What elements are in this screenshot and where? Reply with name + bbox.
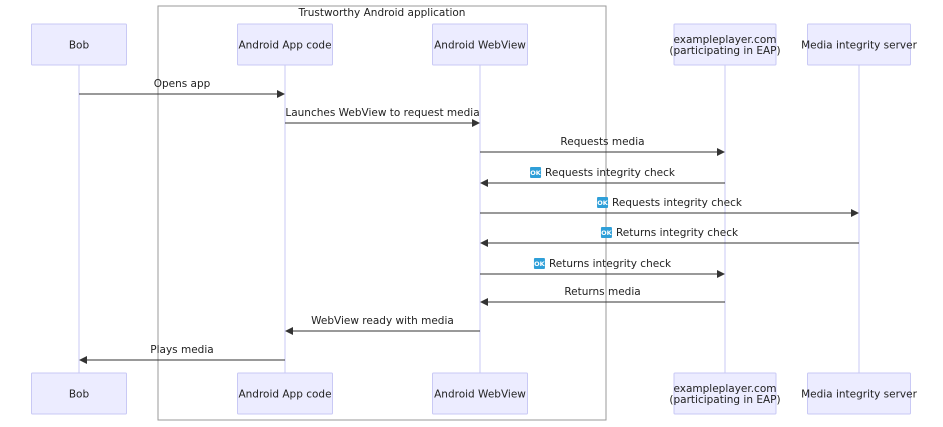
message-label: Returns integrity check [616,227,739,239]
participant-bob-bottom: Bob [31,372,127,415]
message-label: Requests integrity check [612,197,743,209]
participant-box [237,23,333,66]
ok-badge-label: OK [534,260,546,268]
participant-webview-top: Android WebView [432,23,528,66]
message-label: Launches WebView to request media [285,107,479,119]
participant-label: Media integrity server [801,40,918,52]
ok-badge-icon: OK [533,258,546,269]
ok-badge-background [533,258,545,269]
participant-player-top: exampleplayer.com(participating in EAP) [669,23,781,66]
ok-badge-background [530,167,542,178]
message-label: Returns media [564,286,640,298]
participant-box [807,372,911,415]
participant-bob-top: Bob [31,23,127,66]
ok-badge-icon: OK [600,227,613,238]
ok-badge-label: OK [601,229,613,237]
participant-label: exampleplayer.com [673,34,776,46]
message-label: Plays media [150,344,213,356]
ok-badge-background [600,227,612,238]
participant-app-top: Android App code [237,23,333,66]
participant-label: (participating in EAP) [669,394,780,406]
message-8: Returns media [480,286,725,306]
message-3: Requests media [480,136,725,156]
participant-box [432,23,528,66]
participant-label: Android WebView [434,389,526,401]
ok-badge-icon: OK [530,167,542,178]
participant-box [31,372,127,415]
message-1: Opens app [79,78,285,98]
participant-box [432,372,528,415]
message-10: Plays media [79,344,285,364]
ok-badge-background [597,197,609,208]
participant-server-bottom: Media integrity server [801,372,918,415]
participant-box [673,23,777,66]
ok-badge-label: OK [597,199,609,207]
participant-label: Bob [69,40,90,52]
participant-label: Bob [69,389,90,401]
participant-label: (participating in EAP) [669,45,780,57]
participant-box [807,23,911,66]
ok-badge-icon: OK [597,197,609,208]
message-label: Opens app [154,78,211,90]
participant-label: Android App code [238,389,331,401]
message-label: Requests integrity check [545,167,676,179]
participant-player-bottom: exampleplayer.com(participating in EAP) [669,372,781,415]
participant-server-top: Media integrity server [801,23,918,66]
participant-app-bottom: Android App code [237,372,333,415]
message-9: WebView ready with media [285,315,480,335]
participant-label: Media integrity server [801,389,918,401]
message-label: Requests media [560,136,644,148]
message-label: WebView ready with media [311,315,454,327]
participant-label: Android App code [238,40,331,52]
group-title: Trustworthy Android application [298,7,466,19]
lifelines [78,65,860,373]
participant-label: Android WebView [434,40,526,52]
participant-label: exampleplayer.com [673,383,776,395]
participant-box [31,23,127,66]
participant-box [237,372,333,415]
message-2: Launches WebView to request media [285,107,480,127]
participant-box [673,372,777,415]
participant-webview-bottom: Android WebView [432,372,528,415]
ok-badge-label: OK [530,169,542,177]
message-label: Returns integrity check [549,258,672,270]
